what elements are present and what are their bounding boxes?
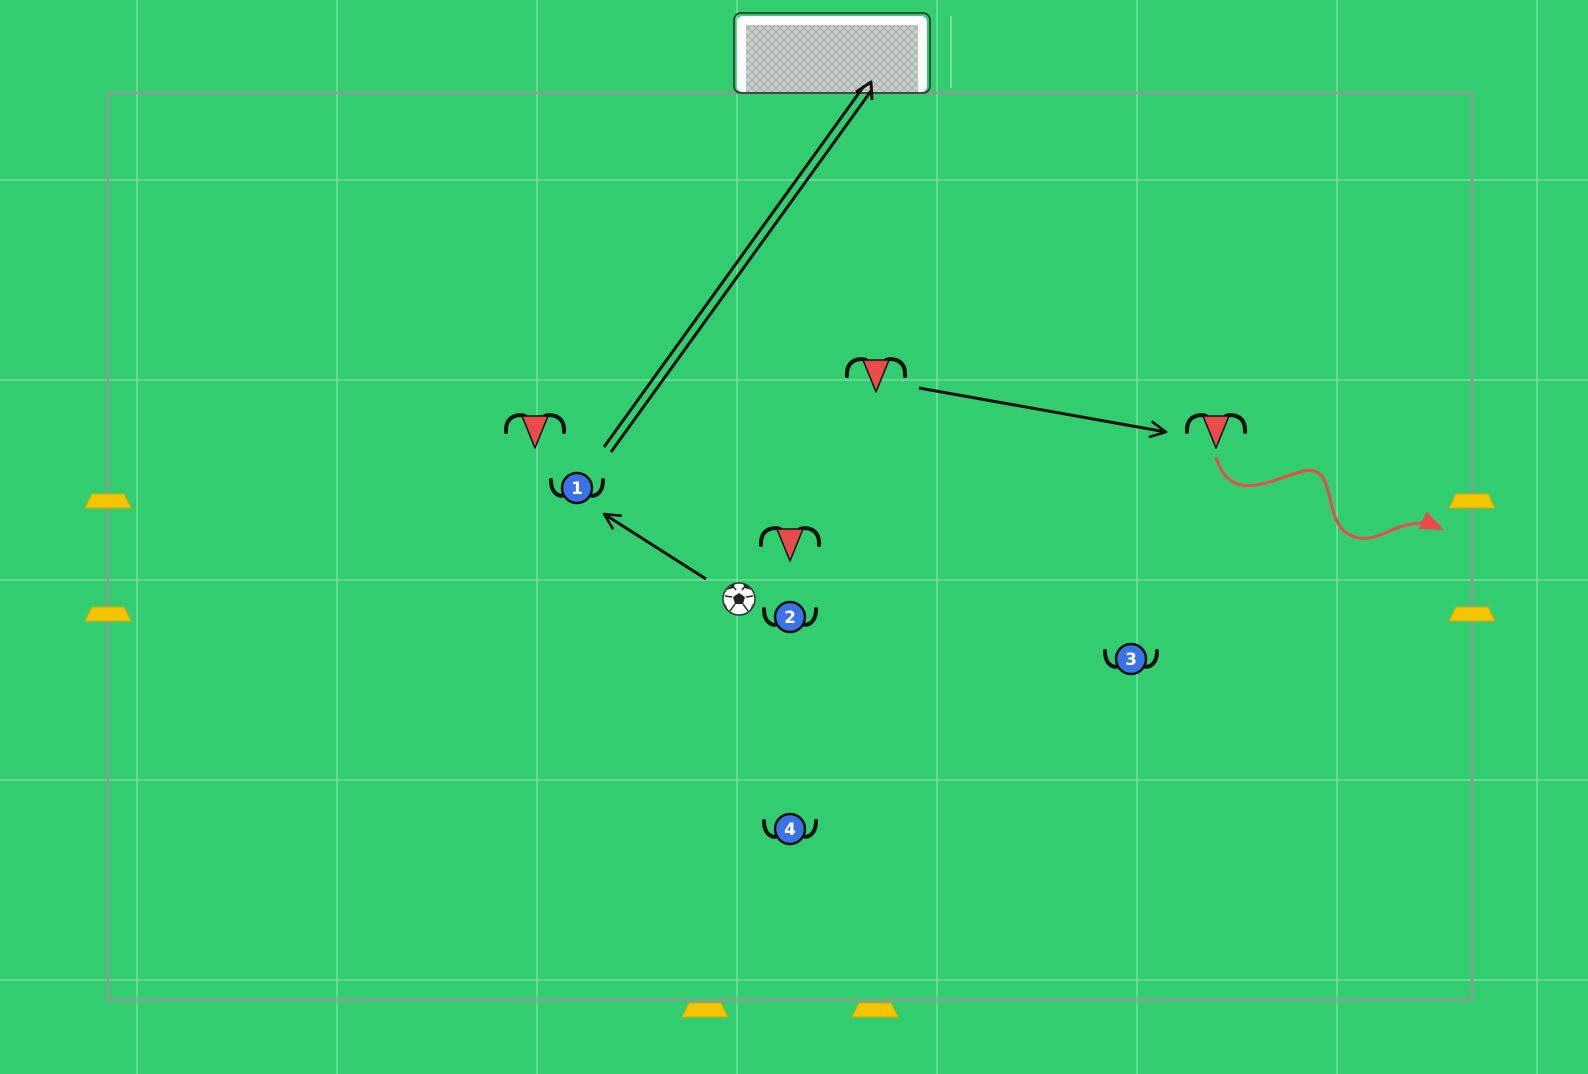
defender-icon — [1185, 413, 1247, 449]
marker-cone-icon — [1448, 493, 1496, 509]
movements — [602, 80, 1445, 581]
marker-cone-icon — [84, 493, 132, 509]
goal-icon — [733, 12, 952, 94]
attacker-number: 3 — [1125, 650, 1137, 670]
marker-cone-icon — [681, 1002, 729, 1018]
run-arrow — [918, 386, 1168, 439]
attacker-3: 3 — [1103, 642, 1159, 676]
defender-icon — [845, 357, 907, 393]
attacker-4: 4 — [762, 812, 818, 846]
defender-icon — [759, 526, 821, 562]
marker-cone-icon — [851, 1002, 899, 1018]
attacker-2: 2 — [762, 600, 818, 634]
shot-arrow — [602, 80, 874, 453]
attacker-number: 1 — [571, 479, 583, 499]
marker-cone-icon — [1448, 606, 1496, 622]
pass-arrow — [602, 512, 707, 581]
attacker-number: 4 — [784, 820, 796, 840]
dribble-arrow — [1214, 456, 1445, 540]
defender-icon — [504, 413, 566, 449]
attacker-1: 1 — [549, 471, 605, 505]
soccer-ball-icon — [722, 582, 756, 616]
marker-cone-icon — [84, 606, 132, 622]
attacker-number: 2 — [784, 608, 796, 628]
